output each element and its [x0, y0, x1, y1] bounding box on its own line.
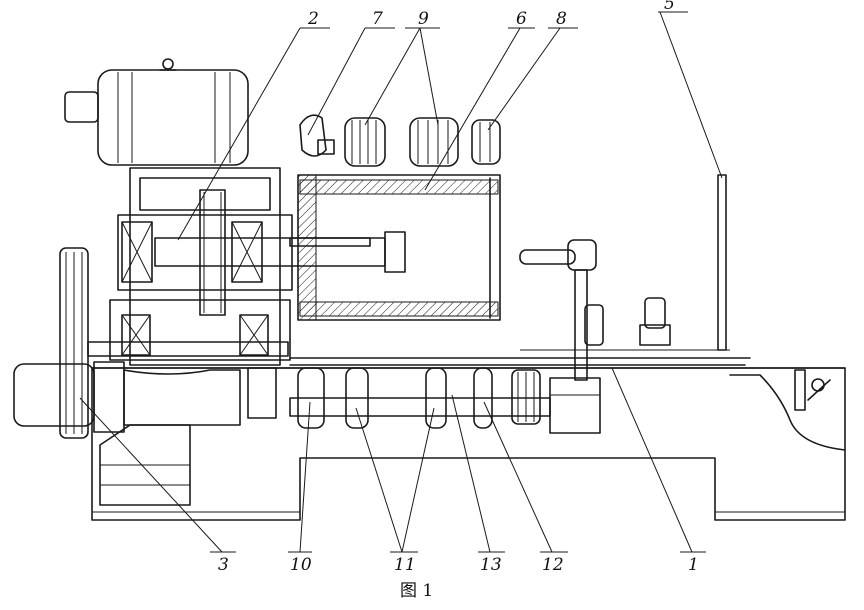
belt-pulley: [59, 247, 89, 439]
callout-labels: 2 7 9 6 8 5 3 10 11 13 12 1: [218, 0, 699, 575]
callout-9: 8: [556, 9, 567, 29]
roller-set-top: [299, 114, 501, 167]
motor-top: [64, 58, 249, 166]
machine-bed: [91, 349, 846, 521]
callout-13: 13: [480, 555, 502, 575]
callout-10: 10: [290, 555, 312, 575]
callout-2: 2: [307, 9, 319, 29]
figure-caption: 图 1: [400, 581, 433, 601]
leader-lines: [79, 11, 723, 553]
callout-3: 3: [218, 555, 229, 575]
bottom-rollers: [289, 367, 551, 429]
drive-motor: [13, 361, 277, 506]
callout-1: 1: [688, 555, 699, 575]
callout-6: 6: [516, 9, 527, 29]
winding-drum: [297, 174, 501, 321]
callout-5: 5: [664, 0, 675, 14]
callout-8: 9: [418, 9, 429, 29]
gearbox-housing: [87, 167, 406, 366]
callout-11: 11: [394, 555, 416, 575]
callout-12: 12: [542, 555, 564, 575]
callout-7: 7: [372, 9, 383, 29]
